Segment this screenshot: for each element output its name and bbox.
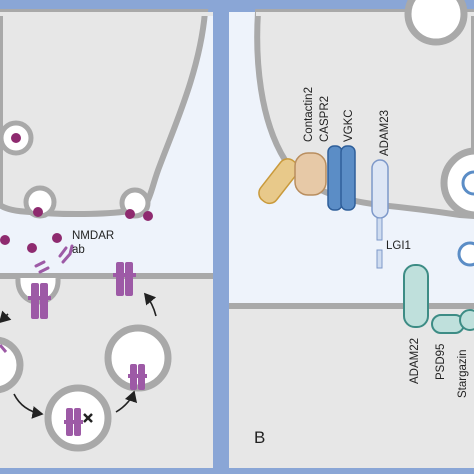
vesicle-with-lgi1 <box>440 147 474 219</box>
vgkc-channel <box>327 145 356 211</box>
nmdar-label: NMDAR <box>72 230 114 242</box>
panel-b-postsynaptic-cell <box>229 305 474 468</box>
synaptic-vesicle <box>404 0 468 46</box>
degradation-x-icon <box>83 413 93 423</box>
adam22 <box>403 264 429 328</box>
adam22-label: ADAM22 <box>409 338 421 384</box>
neurotransmitter <box>143 211 153 221</box>
vgkc-label: VGKC <box>343 109 355 142</box>
stargazin <box>459 309 474 331</box>
recycling-endosome <box>104 324 172 392</box>
lgi1-molecule <box>457 241 474 267</box>
caspr2-label: CASPR2 <box>319 96 331 142</box>
lgi1-label: LGI1 <box>386 240 411 252</box>
nmda-receptor <box>113 262 136 296</box>
neurotransmitter <box>0 235 10 245</box>
nmdar-antibody-icon <box>34 244 74 274</box>
panel-b: Contactin2 CASPR2 VGKC ADAM23 LGI1 ADAM2… <box>229 0 474 468</box>
psd95-label: PSD95 <box>435 344 447 380</box>
lgi1-link <box>376 249 383 269</box>
fusing-vesicle <box>23 185 57 219</box>
lgi1-link <box>376 217 383 241</box>
caspr2 <box>294 152 327 196</box>
panel-a: NMDAR ab <box>0 9 213 468</box>
contactin2-label: Contactin2 <box>303 87 315 142</box>
lysosome-vesicle <box>44 384 112 452</box>
psd95 <box>431 314 465 334</box>
neurotransmitter <box>125 209 135 219</box>
adam23-label: ADAM23 <box>379 110 391 156</box>
synaptic-vesicle <box>0 120 34 156</box>
panel-b-letter: B <box>254 428 265 447</box>
stargazin-label: Stargazin <box>457 349 469 398</box>
antibody-label: ab <box>72 244 85 256</box>
neurotransmitter <box>27 243 37 253</box>
recycle-arrow-icon <box>0 292 157 419</box>
internalized-vesicle <box>0 336 24 394</box>
adam23 <box>371 159 389 219</box>
neurotransmitter <box>52 233 62 243</box>
nmda-receptor <box>28 283 51 319</box>
